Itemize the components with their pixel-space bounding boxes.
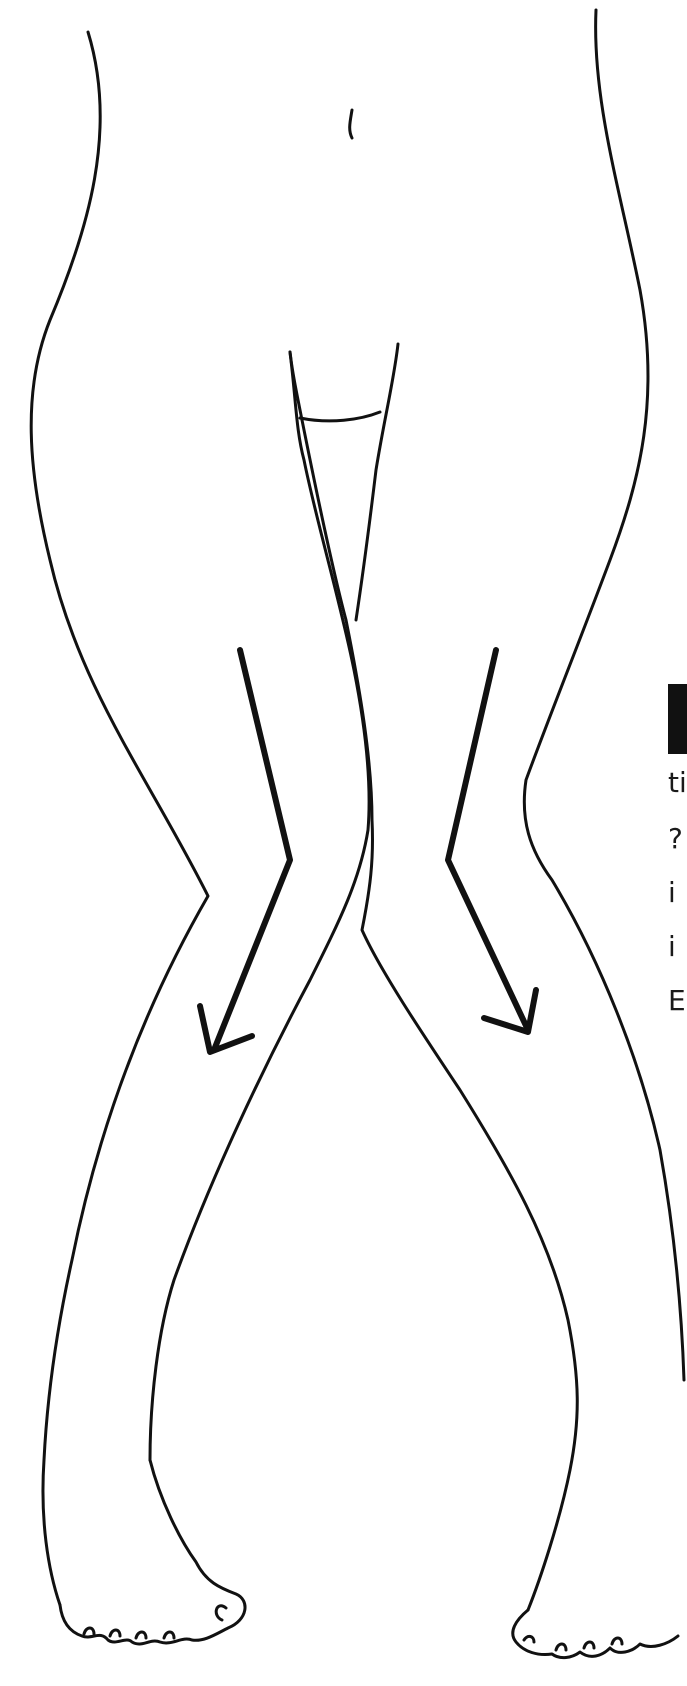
- left-leg-inner-contour: [150, 352, 369, 1460]
- right-foot-toe-curls: [524, 1636, 622, 1650]
- clipped-text-char-4: i: [668, 928, 687, 966]
- left-arrow-shaft: [214, 650, 290, 1050]
- left-leg-outer-contour: [31, 32, 208, 1605]
- right-leg-outer-contour: [524, 10, 684, 1380]
- clipped-text-char-3: i: [668, 874, 687, 912]
- left-inward-arrow: [200, 650, 290, 1052]
- right-inward-arrow: [448, 650, 536, 1032]
- crotch-line: [300, 412, 380, 421]
- crotch-gap-right: [356, 344, 398, 620]
- clipped-text-char-5: E: [668, 982, 687, 1020]
- clipped-text-char-2: ?: [668, 820, 687, 858]
- clipped-heading-block: [668, 684, 687, 754]
- right-foot: [513, 1610, 678, 1658]
- right-arrow-shaft: [448, 650, 528, 1030]
- right-leg-inner-contour: [302, 420, 577, 1610]
- left-foot-toe-curls: [84, 1606, 226, 1638]
- navel: [350, 110, 352, 138]
- clipped-text-char-1: ti: [668, 764, 687, 802]
